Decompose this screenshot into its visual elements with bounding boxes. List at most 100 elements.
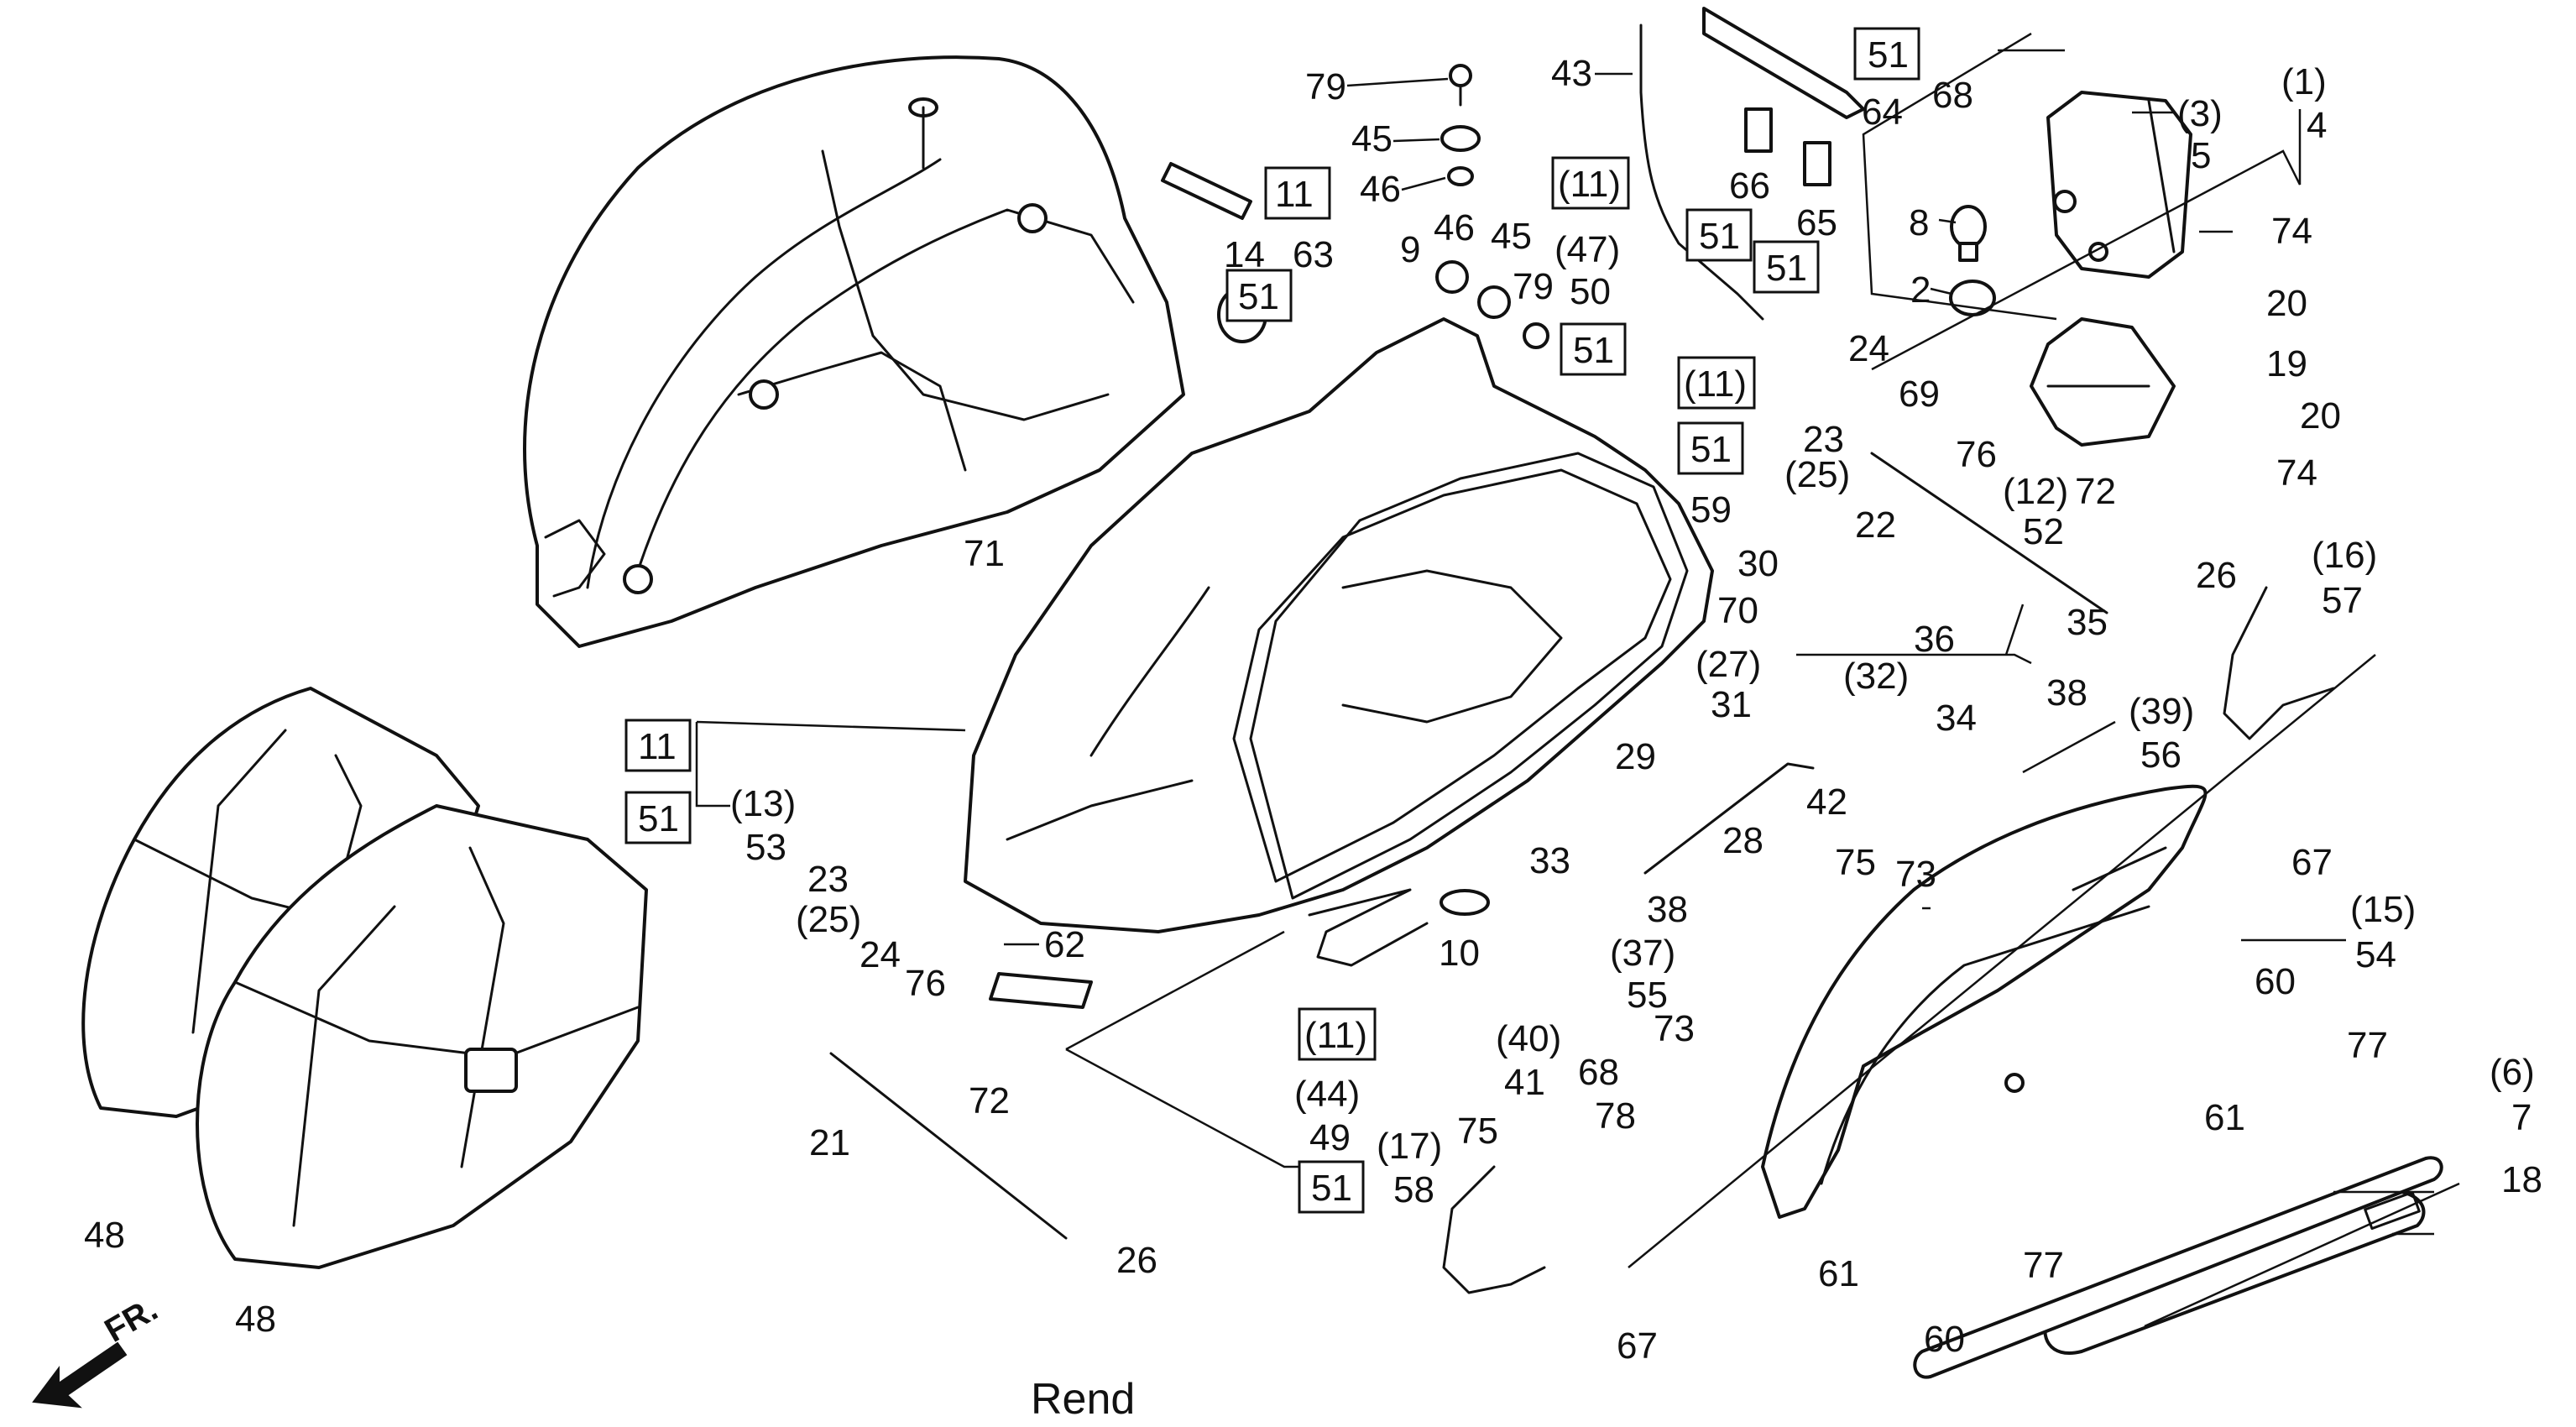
part-label: 71 — [964, 533, 1005, 574]
part-label: 68 — [1578, 1052, 1619, 1093]
boxed-label: 51 — [1699, 216, 1740, 257]
part-label: (15) — [2350, 889, 2416, 930]
arrow-icon — [32, 1341, 128, 1409]
part-label: 55 — [1627, 975, 1668, 1016]
part-label: 22 — [1855, 504, 1896, 546]
part-label: 69 — [1899, 374, 1940, 415]
part-label: 74 — [2271, 211, 2312, 252]
part-label: 20 — [2266, 283, 2307, 324]
part-label: (3) — [2177, 93, 2223, 134]
reflector-molding — [1913, 1156, 2443, 1379]
part-label: 4 — [2307, 105, 2327, 146]
part-label: 9 — [1400, 229, 1420, 270]
part-label: 57 — [2322, 580, 2363, 621]
leader-lines — [1004, 72, 2460, 1328]
part-label: 73 — [1654, 1008, 1695, 1049]
part-label: 35 — [2067, 602, 2108, 643]
boxed-label: 11 — [638, 726, 677, 767]
caption: Rend — [1031, 1375, 1135, 1424]
part-label: 74 — [2276, 452, 2317, 494]
part-label: 73 — [1895, 854, 1936, 895]
part-label: 49 — [1309, 1117, 1351, 1158]
boxed-label: 51 — [1573, 330, 1614, 371]
part-label: 46 — [1360, 169, 1401, 210]
part-label: 28 — [1722, 820, 1763, 861]
part-label: 20 — [2300, 395, 2341, 436]
part-label: (32) — [1843, 656, 1909, 697]
part-label: (1) — [2281, 61, 2327, 102]
part-label: 50 — [1570, 271, 1611, 312]
part-label: 26 — [1116, 1240, 1157, 1281]
part-label: 41 — [1504, 1062, 1545, 1103]
part-label: 42 — [1806, 781, 1847, 823]
part-label: 72 — [2075, 471, 2116, 512]
part-label: 79 — [1513, 266, 1554, 307]
inner-bag-front — [196, 804, 648, 1269]
part-label: 52 — [2023, 511, 2064, 552]
boxed-label: 51 — [1311, 1168, 1352, 1209]
part-label: 61 — [1818, 1253, 1859, 1294]
boxed-label: (11) — [1558, 164, 1621, 205]
part-label: 19 — [2266, 343, 2307, 384]
part-label: (6) — [2490, 1052, 2535, 1093]
part-label: 78 — [1595, 1095, 1636, 1137]
part-label: 67 — [2291, 842, 2333, 883]
boxed-label: (11) — [1684, 363, 1747, 405]
boxed-label: 51 — [1868, 34, 1909, 76]
part-label: 21 — [809, 1122, 850, 1163]
part-label: 5 — [2191, 135, 2211, 176]
part-label: 43 — [1551, 53, 1592, 94]
part-label: 23 — [1803, 419, 1844, 460]
part-label: 24 — [1848, 328, 1889, 369]
part-label: 64 — [1862, 91, 1903, 133]
part-label: 14 — [1224, 234, 1265, 275]
part-label: 48 — [84, 1215, 125, 1256]
boxed-labels: 51 11 51 (11) 51 51 51 (11) 51 11 51 (11… — [624, 27, 1920, 1214]
part-label: 66 — [1729, 165, 1770, 206]
part-label: 30 — [1737, 543, 1779, 584]
part-label: 63 — [1293, 234, 1334, 275]
part-label: (25) — [796, 899, 861, 940]
part-label: 48 — [235, 1299, 276, 1340]
tail-light-assembly — [2030, 91, 2192, 447]
part-label: (16) — [2312, 535, 2377, 576]
boxed-label: 51 — [1766, 248, 1807, 289]
part-label: 53 — [745, 827, 786, 868]
part-label: 76 — [1956, 434, 1997, 475]
side-case-inner-frame — [964, 317, 1714, 967]
part-label: 29 — [1615, 736, 1656, 777]
part-label: 24 — [860, 934, 901, 975]
part-label: (44) — [1294, 1074, 1360, 1115]
part-label: (37) — [1610, 933, 1675, 974]
part-label: (12) — [2003, 471, 2068, 512]
boxed-label: 11 — [1275, 174, 1314, 215]
part-label: 36 — [1914, 619, 1955, 660]
part-label: 38 — [2046, 672, 2087, 714]
part-label: 45 — [1491, 216, 1532, 257]
part-label: (47) — [1554, 229, 1620, 270]
lid-shell — [1761, 784, 2208, 1219]
direction-label: FR. — [99, 1290, 165, 1349]
part-label: 8 — [1909, 202, 1929, 243]
boxed-label: (11) — [1304, 1015, 1367, 1056]
part-label: 79 — [1305, 66, 1346, 107]
part-label: 76 — [905, 963, 946, 1004]
front-direction-marker: FR. — [32, 1290, 165, 1409]
part-label: (40) — [1496, 1018, 1561, 1059]
part-label: 62 — [1044, 924, 1085, 965]
part-label: 77 — [2347, 1025, 2388, 1066]
part-label: 75 — [1835, 842, 1876, 883]
part-label: 58 — [1393, 1169, 1434, 1210]
part-label: 54 — [2355, 934, 2396, 975]
part-label: 31 — [1711, 684, 1752, 725]
part-label: 10 — [1439, 933, 1480, 974]
part-label: 38 — [1647, 889, 1688, 930]
part-label: 56 — [2140, 734, 2182, 776]
part-label: 45 — [1351, 118, 1393, 159]
part-labels: 79 45 46 14 63 9 46 45 79 (47) 50 43 64 … — [84, 53, 2542, 1367]
part-label: (13) — [730, 783, 796, 824]
boxed-label: 51 — [638, 798, 679, 839]
part-label: 59 — [1690, 489, 1732, 531]
part-label: 75 — [1457, 1111, 1498, 1152]
part-label: 7 — [2511, 1097, 2532, 1138]
